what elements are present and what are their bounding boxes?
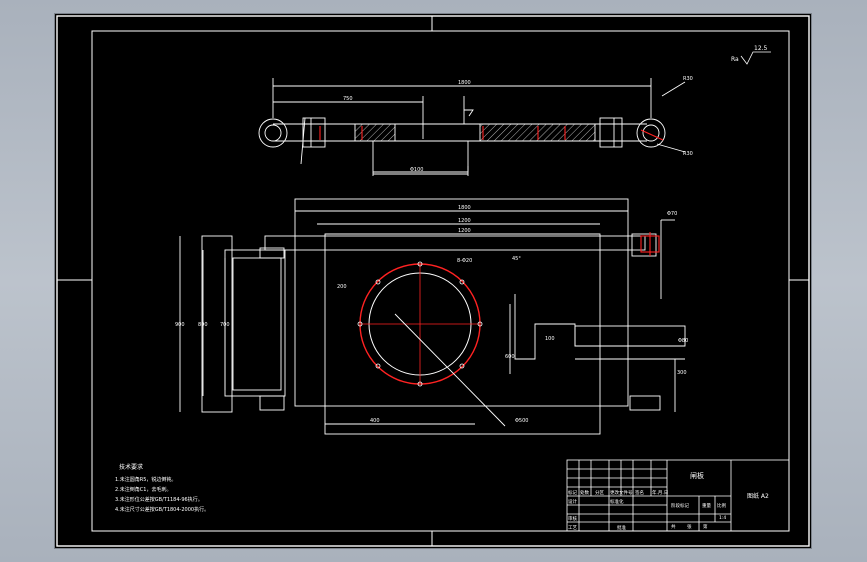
svg-text:年.月.日: 年.月.日 [652, 489, 668, 496]
svg-text:Φ100: Φ100 [410, 167, 423, 173]
svg-text:阶段标记: 阶段标记 [671, 502, 689, 509]
svg-text:标记: 标记 [568, 489, 577, 496]
svg-text:12.5: 12.5 [754, 45, 768, 52]
svg-text:1800: 1800 [458, 80, 471, 86]
svg-text:700: 700 [220, 322, 230, 328]
svg-text:8-Φ20: 8-Φ20 [457, 258, 472, 264]
svg-text:重量: 重量 [702, 502, 711, 509]
svg-text:共: 共 [671, 523, 676, 530]
svg-text:闸板: 闸板 [690, 471, 704, 480]
title-block [566, 459, 790, 532]
hinge-red [640, 232, 660, 256]
svg-text:100: 100 [545, 336, 555, 342]
svg-text:Φ70: Φ70 [667, 211, 677, 217]
drawing-viewport[interactable]: Ra 12.5 [55, 14, 811, 548]
svg-text:Φ500: Φ500 [515, 418, 528, 424]
svg-text:R30: R30 [683, 151, 693, 157]
svg-text:更改文件号: 更改文件号 [610, 489, 633, 496]
svg-text:设计: 设计 [568, 498, 577, 505]
svg-text:1800: 1800 [458, 205, 471, 211]
svg-text:Ra: Ra [731, 56, 739, 63]
svg-text:签名: 签名 [635, 489, 644, 496]
top-view [258, 78, 686, 176]
svg-text:2.未注倒角C1，去毛刺。: 2.未注倒角C1，去毛刺。 [115, 486, 171, 493]
svg-text:审核: 审核 [568, 515, 577, 522]
top-view-labels: 1800 750 Φ100 R30 R30 [343, 76, 693, 173]
svg-text:分区: 分区 [595, 489, 604, 496]
top-view-red-marks [319, 126, 664, 141]
cad-drawing: Ra 12.5 [56, 15, 810, 547]
svg-text:4.未注尺寸公差按GB/T1804-2000执行。: 4.未注尺寸公差按GB/T1804-2000执行。 [115, 506, 209, 513]
svg-text:张: 张 [687, 523, 692, 530]
svg-text:批准: 批准 [617, 524, 626, 531]
outer-frame [56, 15, 810, 547]
svg-text:1200: 1200 [458, 228, 471, 234]
svg-text:图纸 A2: 图纸 A2 [747, 492, 769, 500]
svg-text:第: 第 [703, 523, 708, 530]
svg-text:技术要求: 技术要求 [119, 463, 143, 471]
svg-text:1200: 1200 [458, 218, 471, 224]
svg-text:标准化: 标准化 [610, 498, 624, 505]
centering-marks [57, 16, 809, 546]
tech-notes: 技术要求 1.未注圆角R5，锐边倒钝。 2.未注倒角C1，去毛刺。 3.未注形位… [115, 463, 209, 513]
svg-text:工艺: 工艺 [568, 525, 577, 531]
svg-text:200: 200 [337, 284, 347, 290]
svg-text:900: 900 [175, 322, 185, 328]
svg-text:600: 600 [505, 354, 515, 360]
svg-text:400: 400 [370, 418, 380, 424]
front-view-labels: 1800 1200 1200 Φ70 900 800 700 8-Φ20 Φ50… [175, 205, 688, 424]
front-view [179, 198, 686, 435]
svg-text:比例: 比例 [717, 502, 726, 509]
title-block-text: 闸板 图纸 A2 标记 处数 分区 更改文件号 签名 年.月.日 设计 标准化 … [568, 471, 769, 531]
svg-text:750: 750 [343, 96, 353, 102]
svg-text:Φ80: Φ80 [678, 338, 688, 344]
svg-text:300: 300 [677, 370, 687, 376]
svg-text:R30: R30 [683, 76, 693, 82]
svg-text:1:4: 1:4 [719, 515, 726, 521]
svg-text:处数: 处数 [580, 489, 589, 496]
opening [357, 261, 506, 427]
svg-text:800: 800 [198, 322, 208, 328]
svg-text:45°: 45° [512, 256, 521, 262]
svg-text:3.未注形位公差按GB/T1184-96执行。: 3.未注形位公差按GB/T1184-96执行。 [115, 496, 203, 503]
roughness-symbol: Ra 12.5 [731, 45, 771, 65]
inner-frame [91, 30, 790, 532]
svg-text:1.未注圆角R5，锐边倒钝。: 1.未注圆角R5，锐边倒钝。 [115, 476, 176, 483]
